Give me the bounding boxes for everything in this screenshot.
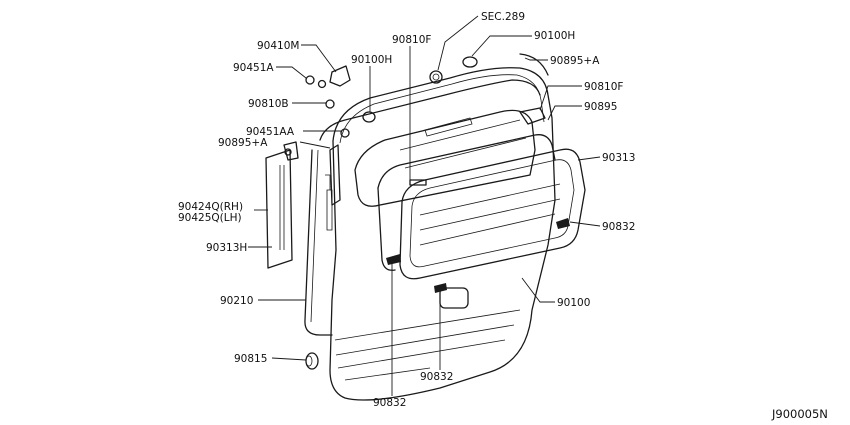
label-90810b[interactable]: 90810B xyxy=(248,98,289,110)
label-90210[interactable]: 90210 xyxy=(220,295,253,307)
bumper-rubber-90815 xyxy=(305,352,319,370)
clip-90451aa xyxy=(340,128,350,138)
glass-moulding-90895 xyxy=(377,134,556,271)
trim-90895a-left xyxy=(329,144,341,206)
back-window-glass-90313 xyxy=(399,148,586,280)
label-sec-289[interactable]: SEC.289 xyxy=(481,11,525,23)
label-90100[interactable]: 90100 xyxy=(557,297,590,309)
label-90313h[interactable]: 90313H xyxy=(206,242,247,254)
label-90100h-top[interactable]: 90100H xyxy=(534,30,575,42)
label-90832-right[interactable]: 90832 xyxy=(602,221,635,233)
label-90895a-left[interactable]: 90895+A xyxy=(218,137,268,149)
pad-90832-left xyxy=(386,254,401,265)
pad-90832-mid xyxy=(434,283,447,293)
label-90410m[interactable]: 90410M xyxy=(257,40,299,52)
label-90424q-rh[interactable]: 90424Q(RH) xyxy=(178,201,243,213)
label-90810f-top[interactable]: 90810F xyxy=(392,34,431,46)
part-labels: SEC.289 90100H 90895+A 90810F 90895 9031… xyxy=(178,11,828,421)
leader-lines xyxy=(248,15,601,396)
bracket-90410m xyxy=(329,65,351,87)
label-90832-bottom[interactable]: 90832 xyxy=(373,397,406,409)
gas-stay-90424q xyxy=(265,141,299,269)
label-90895a-top[interactable]: 90895+A xyxy=(550,55,600,67)
label-90810f-right[interactable]: 90810F xyxy=(584,81,623,93)
weatherstrip-90210 xyxy=(304,79,541,336)
label-90425q-lh[interactable]: 90425Q(LH) xyxy=(178,212,242,224)
label-90895[interactable]: 90895 xyxy=(584,101,617,113)
label-90100h-left[interactable]: 90100H xyxy=(351,54,392,66)
clip-90451a xyxy=(305,75,327,89)
pad-90832-right xyxy=(556,218,570,229)
label-90313[interactable]: 90313 xyxy=(602,152,635,164)
clip-90810b xyxy=(325,99,335,109)
label-90451aa[interactable]: 90451AA xyxy=(246,126,295,138)
trim-90895a-top xyxy=(519,53,549,76)
label-90815[interactable]: 90815 xyxy=(234,353,267,365)
label-90832-bottom-mid[interactable]: 90832 xyxy=(420,371,453,383)
label-90451a[interactable]: 90451A xyxy=(233,62,274,74)
diagram-code: J900005N xyxy=(771,407,828,421)
seal-strip-90810f xyxy=(519,107,546,125)
